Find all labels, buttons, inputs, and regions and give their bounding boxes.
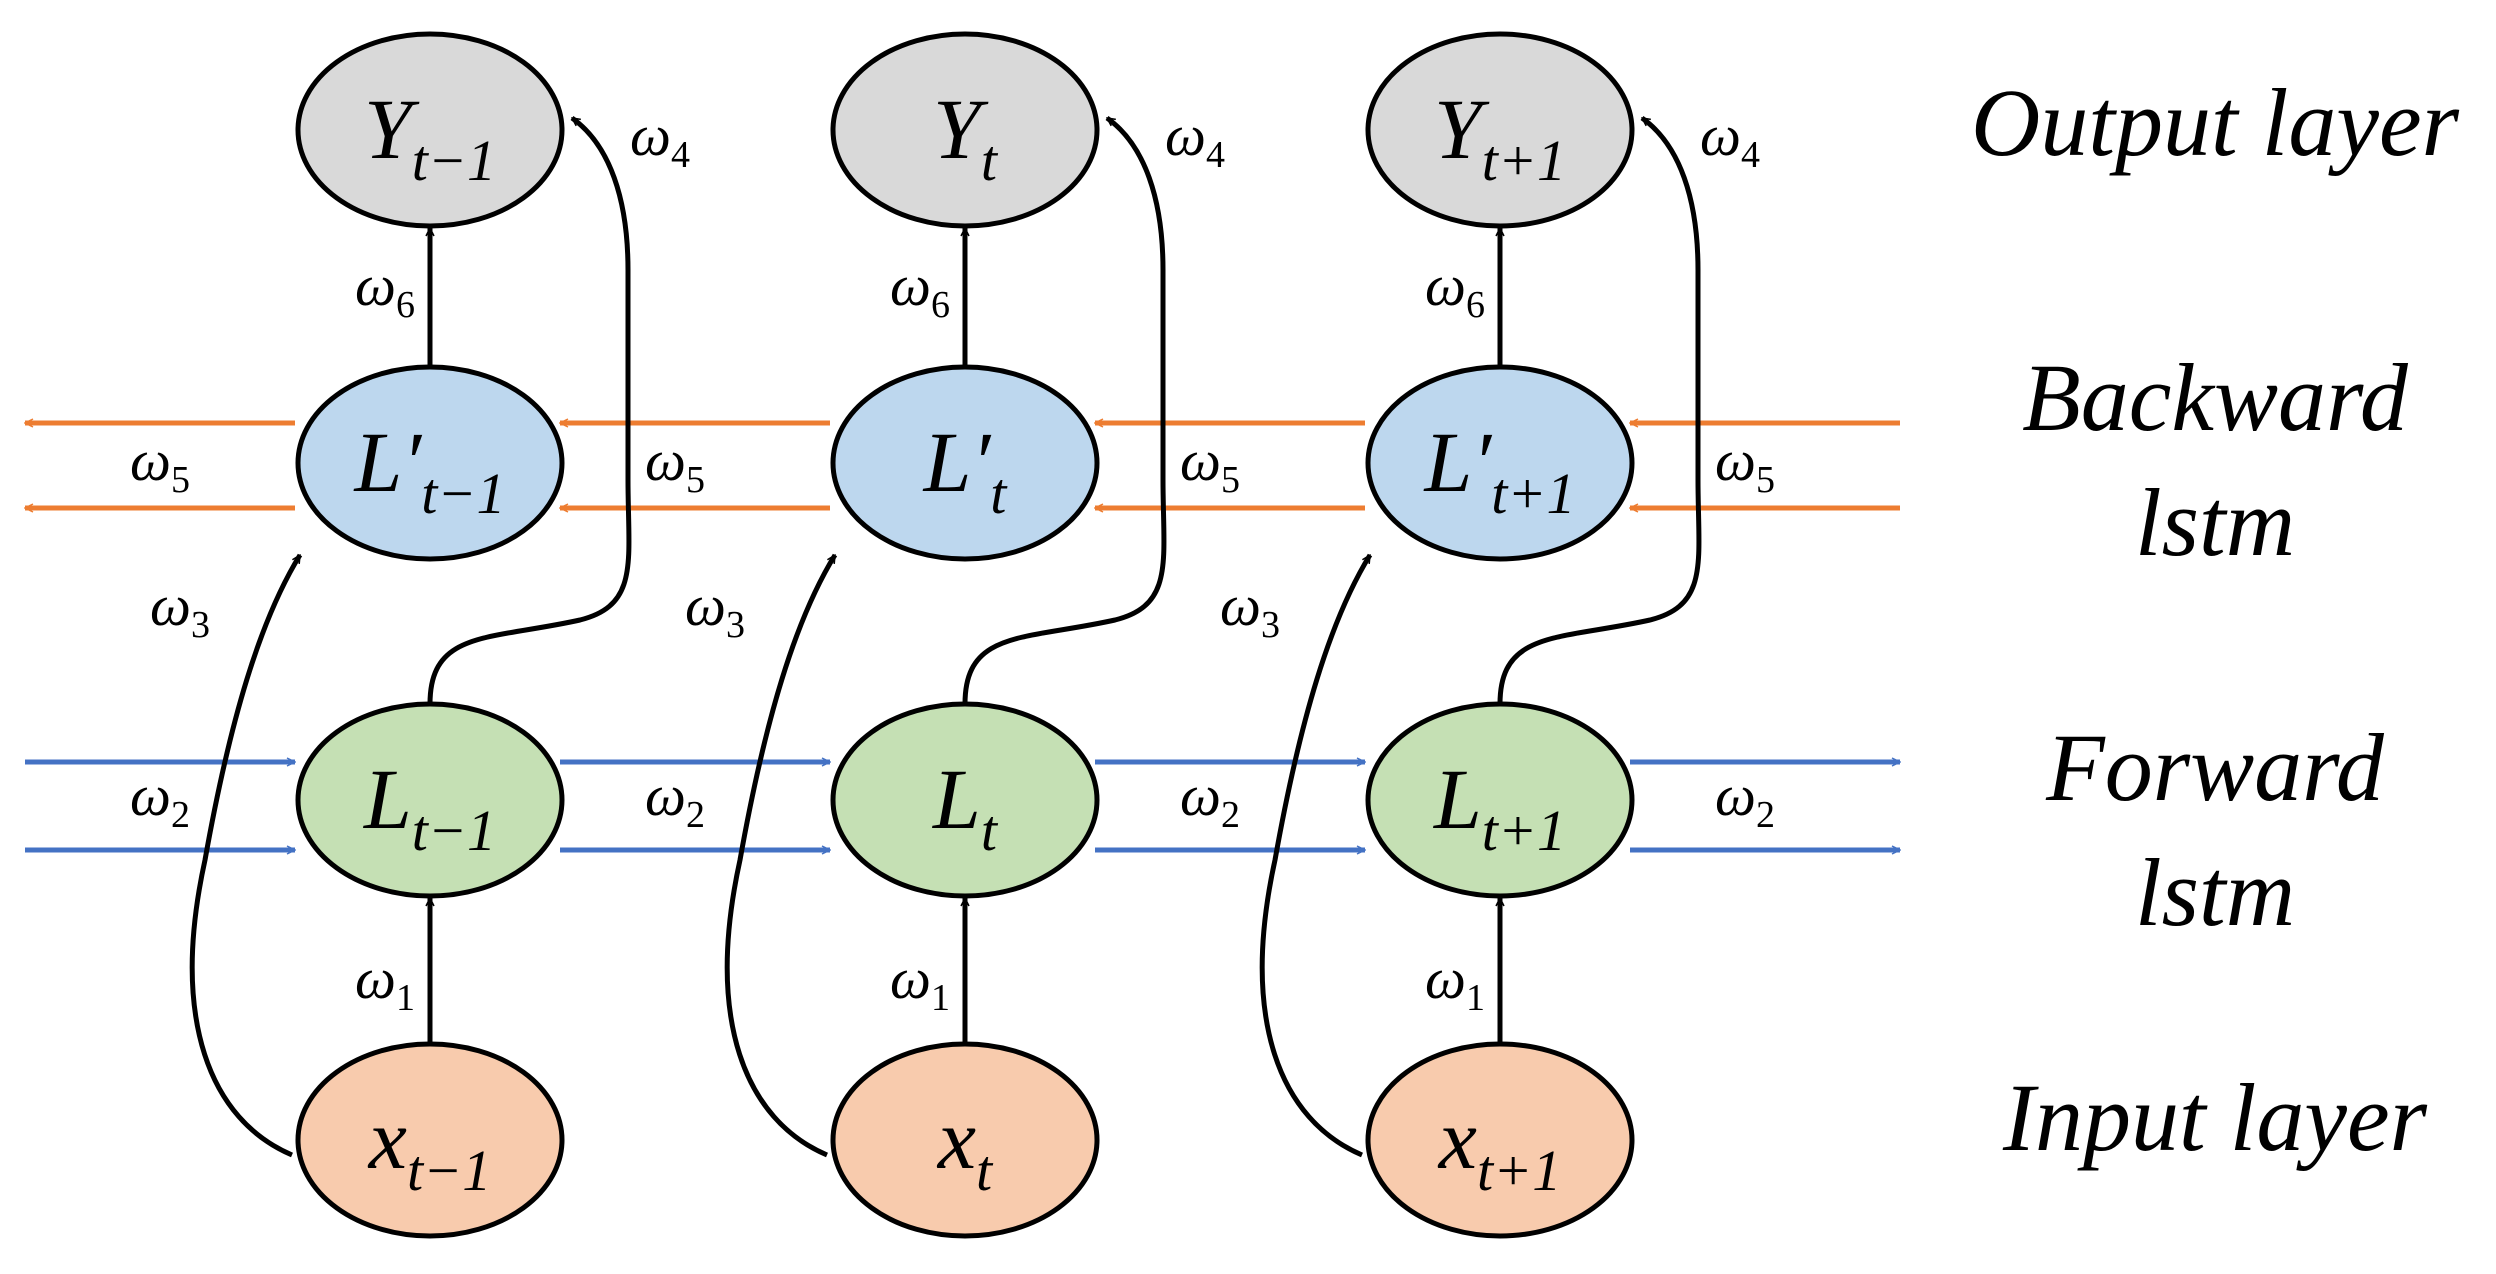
forward-layer-label: lstm [2135, 839, 2295, 946]
output-node [830, 31, 1100, 229]
weight-w4-label: ω4 [630, 103, 690, 176]
forward-node-label: Lt [931, 751, 999, 863]
forward-layer-label: Forward [2045, 714, 2385, 821]
weight-w2-label: ω2 [1180, 763, 1240, 836]
input-node-label: xt−1 [367, 1091, 491, 1203]
forward-node-label: Lt−1 [362, 751, 496, 863]
w3-edge [724, 555, 838, 1158]
forward-node [295, 701, 565, 899]
weight-w3-label: ω3 [150, 573, 210, 646]
backward-node-label: L′t [922, 414, 1009, 526]
output-node-label: Yt [933, 81, 999, 193]
output-node-label: Yt−1 [364, 81, 496, 193]
output-node [1365, 31, 1635, 229]
weight-w5-label: ω5 [130, 428, 190, 501]
backward-node-label: L′t+1 [1423, 414, 1576, 526]
input-node-label: xt [936, 1091, 994, 1203]
weight-w5-label: ω5 [1180, 428, 1240, 501]
backward-node [1365, 364, 1635, 562]
weight-w2-label: ω2 [1715, 763, 1775, 836]
w3-edge [189, 555, 303, 1158]
input-node [295, 1041, 565, 1239]
w4-edge [962, 115, 1167, 705]
weight-w6-label: ω6 [890, 253, 950, 326]
backward-node [830, 364, 1100, 562]
output-node [295, 31, 565, 229]
weight-w6-label: ω6 [355, 253, 415, 326]
weight-w2-label: ω2 [130, 763, 190, 836]
input-layer-label: Input layer [2002, 1064, 2428, 1171]
weight-w1-label: ω1 [1425, 946, 1485, 1019]
input-node [830, 1041, 1100, 1239]
output-node-label: Yt+1 [1434, 81, 1566, 193]
backward-layer-label: lstm [2135, 469, 2295, 576]
weight-w3-label: ω3 [1220, 573, 1280, 646]
weight-w5-label: ω5 [645, 428, 705, 501]
weight-w5-label: ω5 [1715, 428, 1775, 501]
weight-w4-label: ω4 [1165, 103, 1225, 176]
input-node-label: xt+1 [1437, 1091, 1561, 1203]
output-layer-label: Output layer [1971, 69, 2460, 176]
weight-w2-label: ω2 [645, 763, 705, 836]
backward-node [295, 364, 565, 562]
forward-node [1365, 701, 1635, 899]
weight-w3-label: ω3 [685, 573, 745, 646]
weight-w1-label: ω1 [890, 946, 950, 1019]
weight-w4-label: ω4 [1700, 103, 1760, 176]
weight-w6-label: ω6 [1425, 253, 1485, 326]
w4-edge [427, 115, 632, 705]
w4-edge [1497, 115, 1702, 705]
backward-node-label: L′t−1 [353, 414, 506, 526]
weight-w1-label: ω1 [355, 946, 415, 1019]
forward-node-label: Lt+1 [1432, 751, 1566, 863]
forward-node [830, 701, 1100, 899]
input-node [1365, 1041, 1635, 1239]
w3-edge [1259, 555, 1373, 1158]
backward-layer-label: Backward [2022, 344, 2409, 451]
